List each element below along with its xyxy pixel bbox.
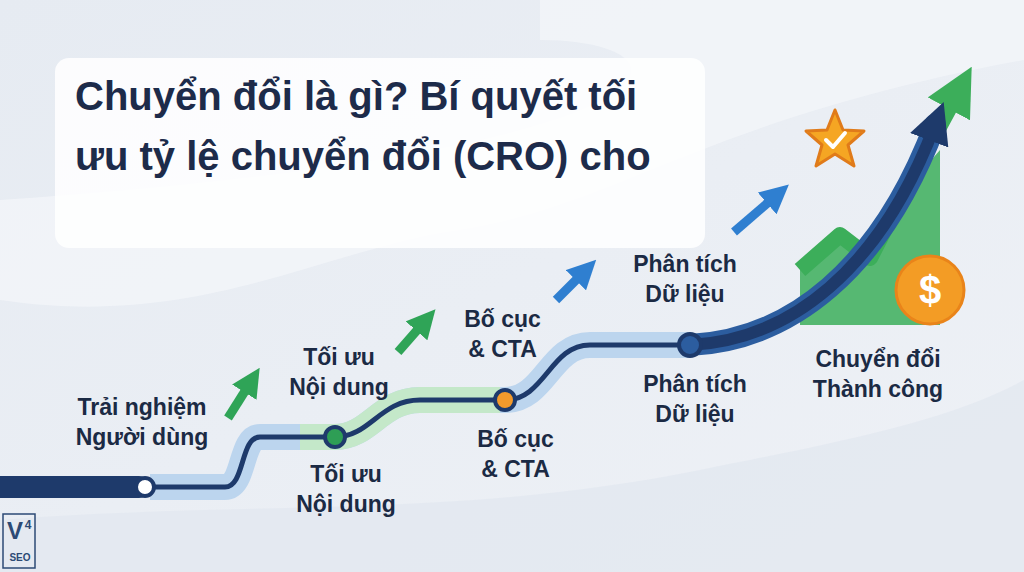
logo-number: 4	[22, 518, 34, 534]
start-bar	[0, 476, 150, 498]
step-band	[150, 345, 690, 487]
rise-arrow	[690, 125, 935, 345]
step-line	[150, 345, 690, 487]
step-arrow	[228, 380, 252, 418]
star-icon	[806, 110, 864, 166]
logo-text: SEO	[5, 551, 35, 564]
step-arrow	[556, 270, 586, 300]
step-label: Tối ưu Nội dung	[292, 460, 400, 520]
step-label: Trải nghiệm Người dùng	[62, 393, 222, 453]
logo-frame	[3, 514, 35, 568]
step-arrow	[734, 194, 778, 232]
goal-label: Chuyển đổi Thành công	[796, 345, 960, 405]
step-arrow	[398, 320, 426, 352]
step-label: Tối ưu Nội dung	[285, 343, 393, 403]
step-label: Phân tích Dữ liệu	[628, 370, 762, 430]
start-dot	[136, 478, 154, 496]
step-dot	[325, 427, 345, 447]
title: Chuyển đổi là gì? Bí quyết tối ưu tỷ lệ …	[75, 66, 660, 186]
step-dot	[679, 334, 701, 356]
check-mark	[826, 133, 845, 147]
step-dot	[495, 390, 515, 410]
coin-icon	[896, 256, 964, 324]
rise-band	[690, 125, 935, 345]
step-label: Bố cục & CTA	[455, 305, 550, 365]
step-label: Phân tích Dữ liệu	[618, 250, 752, 310]
step-label: Bố cục & CTA	[468, 425, 563, 485]
dollar-sign: $	[900, 266, 960, 314]
title-panel	[55, 58, 705, 248]
logo-letter: V	[6, 515, 24, 546]
